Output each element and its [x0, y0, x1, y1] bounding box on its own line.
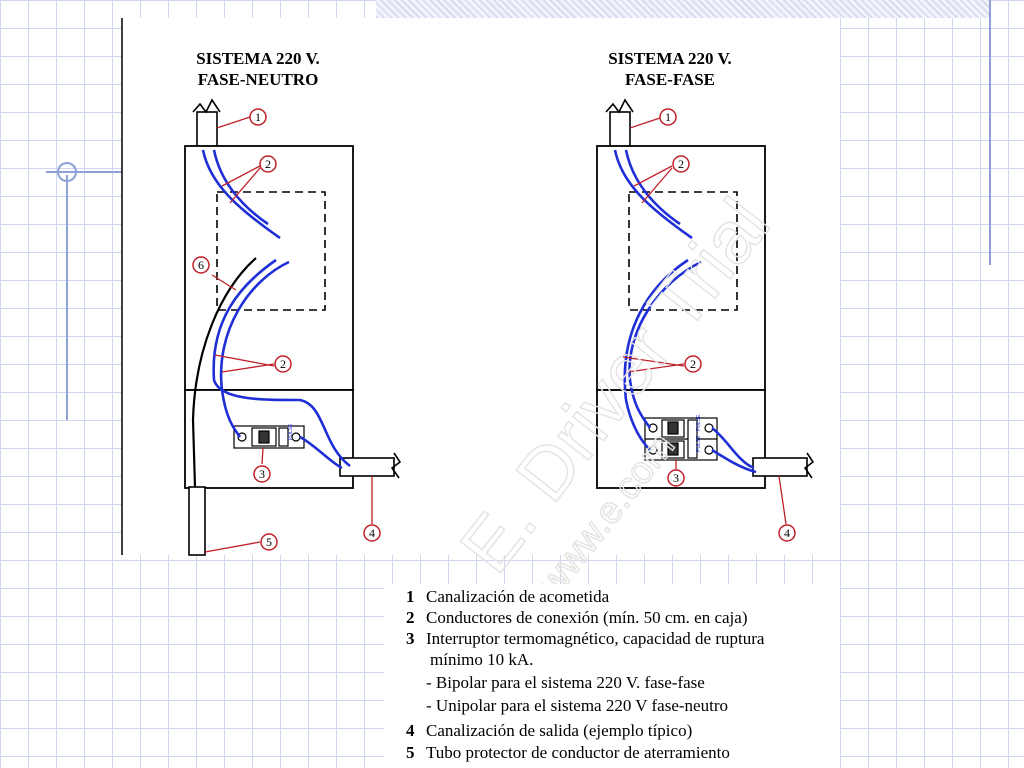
breaker-bipolar — [644, 417, 718, 461]
callout-2: 2 — [690, 357, 696, 371]
callout-marker — [667, 469, 685, 487]
right-decorative-line — [989, 0, 991, 265]
conduit-acometida — [192, 98, 221, 149]
legend-item: - Bipolar para el sistema 220 V. fase-fa… — [426, 673, 705, 692]
breaker-unipolar — [233, 425, 305, 449]
wires-left — [201, 149, 351, 470]
callout-marker — [672, 155, 690, 173]
title-fase-neutro: SISTEMA 220 V. FASE-NEUTRO — [138, 48, 378, 90]
callout-6: 6 — [198, 258, 204, 272]
callout-marker — [192, 256, 210, 274]
breaker-label: PULSE — [696, 435, 702, 452]
callout-marker — [249, 108, 267, 126]
callout-marker — [260, 533, 278, 551]
callout-5: 5 — [266, 535, 272, 549]
callout-leaders — [204, 116, 787, 553]
callout-marker — [274, 355, 292, 373]
meter-dashed-area-2 — [628, 191, 738, 311]
callout-2: 2 — [265, 157, 271, 171]
callout-markers — [192, 108, 796, 551]
callout-3: 3 — [673, 471, 679, 485]
top-decorative-band — [376, 0, 990, 18]
legend-item: mínimo 10 kA. — [430, 650, 534, 669]
breaker-label: PULSE — [288, 423, 294, 440]
breaker-label: PULSE — [696, 414, 702, 431]
callout-4: 4 — [369, 526, 375, 540]
callout-3: 3 — [259, 467, 265, 481]
meter-dashed-area — [216, 191, 326, 311]
diagram-fase-fase — [596, 98, 815, 489]
callout-1: 1 — [665, 110, 671, 124]
callout-1: 1 — [255, 110, 261, 124]
callout-2: 2 — [280, 357, 286, 371]
callout-marker — [253, 465, 271, 483]
legend-item: - Unipolar para el sistema 220 V fase-ne… — [426, 696, 728, 715]
callout-2: 2 — [678, 157, 684, 171]
left-decorative-line — [66, 175, 68, 420]
title-line-2: FASE-NEUTRO — [197, 70, 319, 89]
ground-tube — [188, 486, 206, 556]
callout-marker — [778, 524, 796, 542]
breaker-labels: PULSE PULSE PULSE — [288, 414, 702, 452]
title-line-2: FASE-FASE — [624, 70, 716, 89]
title-line-1: SISTEMA 220 V. — [196, 49, 320, 68]
meter-box — [184, 145, 354, 391]
title-line-1: SISTEMA 220 V. — [608, 49, 732, 68]
slide-decoration — [46, 162, 122, 182]
ground-wire — [191, 257, 257, 488]
title-fase-fase: SISTEMA 220 V. FASE-FASE — [550, 48, 790, 90]
callout-4: 4 — [784, 526, 790, 540]
callout-marker — [259, 155, 277, 173]
diagram-fase-neutro — [184, 98, 402, 556]
wires-right — [613, 149, 757, 474]
callout-marker — [684, 355, 702, 373]
callout-marker — [659, 108, 677, 126]
callout-numbers: 1 2 6 2 3 4 5 1 2 2 3 4 — [198, 110, 790, 549]
callout-marker — [363, 524, 381, 542]
